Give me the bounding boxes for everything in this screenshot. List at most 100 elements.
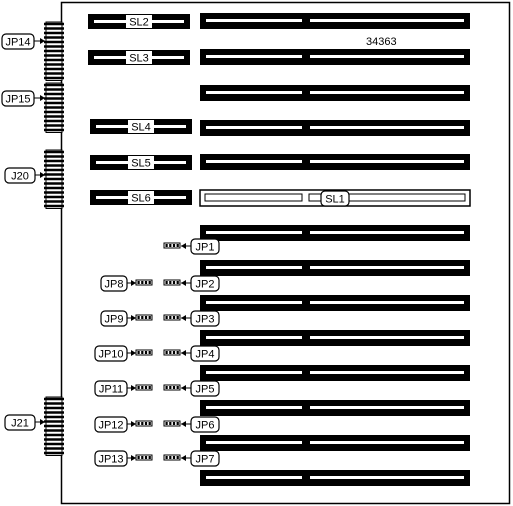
expansion-slot <box>200 260 470 276</box>
jumper-label: JP6 <box>190 416 220 433</box>
short-slot-sl4: SL4 <box>90 119 192 134</box>
edge-connector-jp15: JP15 <box>1 82 64 133</box>
jumper-pins <box>135 454 153 461</box>
board-outline <box>60 1 511 505</box>
slot-label-text: SL6 <box>131 193 151 205</box>
short-slot-sl5: SL5 <box>90 155 192 170</box>
jumper-pins <box>163 242 181 249</box>
jumper-jp6: JP6 <box>163 416 220 433</box>
long-slot-group: SL1 <box>199 13 471 486</box>
connector-label: JP15 <box>1 90 35 107</box>
expansion-slot <box>200 435 470 451</box>
jumper-label-text: JP2 <box>196 279 215 291</box>
short-slot-sl6: SL6 <box>90 190 192 205</box>
expansion-slot <box>200 120 470 136</box>
jumper-jp1: JP1 <box>163 238 220 255</box>
jumper-jp8: JP8 <box>100 275 153 292</box>
expansion-slot <box>200 400 470 416</box>
jumper-label-text: JP5 <box>196 384 215 396</box>
slot-label-sl1-text: SL1 <box>325 194 345 206</box>
slot-label: SL4 <box>128 120 154 134</box>
jumper-label-text: JP6 <box>196 420 215 432</box>
jumper-label: JP1 <box>190 238 220 255</box>
jumper-pins <box>135 314 153 321</box>
jumper-pins <box>135 349 153 356</box>
expansion-slot <box>200 85 470 101</box>
expansion-slot <box>200 49 470 65</box>
slot-label: SL2 <box>126 15 152 29</box>
slot-label-sl1: SL1 <box>320 190 350 207</box>
jumper-label-text: JP4 <box>196 349 215 361</box>
jumper-jp13: JP13 <box>94 450 153 467</box>
jumper-jp2: JP2 <box>163 275 220 292</box>
jumper-jp7: JP7 <box>163 450 220 467</box>
edge-connector-j21: J21 <box>4 396 64 456</box>
slot-label-text: SL2 <box>129 17 149 29</box>
connector-label-text: J20 <box>11 171 29 183</box>
expansion-slot <box>200 470 470 486</box>
expansion-slot <box>200 330 470 346</box>
jumper-label: JP9 <box>100 310 128 327</box>
jumper-pins <box>163 454 181 461</box>
jumper-label: JP11 <box>94 380 128 397</box>
jumper-label: JP8 <box>100 275 128 292</box>
jumper-label: JP12 <box>94 416 128 433</box>
jumper-jp5: JP5 <box>163 380 220 397</box>
slot-label: SL6 <box>128 191 154 205</box>
connector-label: JP14 <box>1 33 35 50</box>
jumper-label-text: JP12 <box>98 420 123 432</box>
jumper-pins <box>135 279 153 286</box>
expansion-slot <box>200 365 470 381</box>
jumper-label: JP3 <box>190 310 220 327</box>
slot-label-text: SL4 <box>131 122 151 134</box>
slot-label-text: SL5 <box>131 158 151 170</box>
figure-id: 34363 <box>366 36 397 48</box>
slot-label: SL3 <box>126 51 152 65</box>
edge-connector-j20: J20 <box>4 149 64 209</box>
short-slot-sl3: SL3 <box>88 50 190 65</box>
jumper-label: JP7 <box>190 450 220 467</box>
jumper-label: JP2 <box>190 275 220 292</box>
jumper-pins <box>163 349 181 356</box>
slot-label: SL5 <box>128 156 154 170</box>
connector-label: J20 <box>4 167 36 184</box>
jumper-label-text: JP11 <box>99 384 123 396</box>
jumper-jp9: JP9 <box>100 310 153 327</box>
jumper-pins <box>163 314 181 321</box>
jumper-label: JP4 <box>190 345 220 362</box>
jumper-label: JP5 <box>190 380 220 397</box>
jumper-pins <box>163 384 181 391</box>
jumper-label: JP10 <box>94 345 128 362</box>
jumper-jp11: JP11 <box>94 380 153 397</box>
jumper-label-text: JP13 <box>98 454 123 466</box>
jumper-label-text: JP3 <box>196 314 215 326</box>
connector-label-text: J21 <box>11 418 29 430</box>
jumper-label: JP13 <box>94 450 128 467</box>
expansion-slot <box>200 13 470 29</box>
jumper-pins <box>163 420 181 427</box>
jumper-jp3: JP3 <box>163 310 220 327</box>
jumper-label-text: JP7 <box>196 454 215 466</box>
connector-label: J21 <box>4 414 36 431</box>
jumper-jp10: JP10 <box>94 345 153 362</box>
jumper-label-text: JP1 <box>196 242 215 254</box>
expansion-slot <box>200 225 470 241</box>
short-slot-sl2: SL2 <box>88 14 190 29</box>
jumper-label-text: JP9 <box>105 314 124 326</box>
connector-label-text: JP14 <box>5 37 30 49</box>
jumper-pins <box>135 384 153 391</box>
jumper-pins <box>163 279 181 286</box>
expansion-slot <box>200 154 470 170</box>
jumper-label-text: JP8 <box>105 279 124 291</box>
slot-label-text: SL3 <box>129 53 149 65</box>
edge-connector-jp14: JP14 <box>1 21 64 81</box>
expansion-slot <box>200 295 470 311</box>
jumper-jp12: JP12 <box>94 416 153 433</box>
connector-label-text: JP15 <box>5 94 30 106</box>
jumper-jp4: JP4 <box>163 345 220 362</box>
jumper-pins <box>135 420 153 427</box>
